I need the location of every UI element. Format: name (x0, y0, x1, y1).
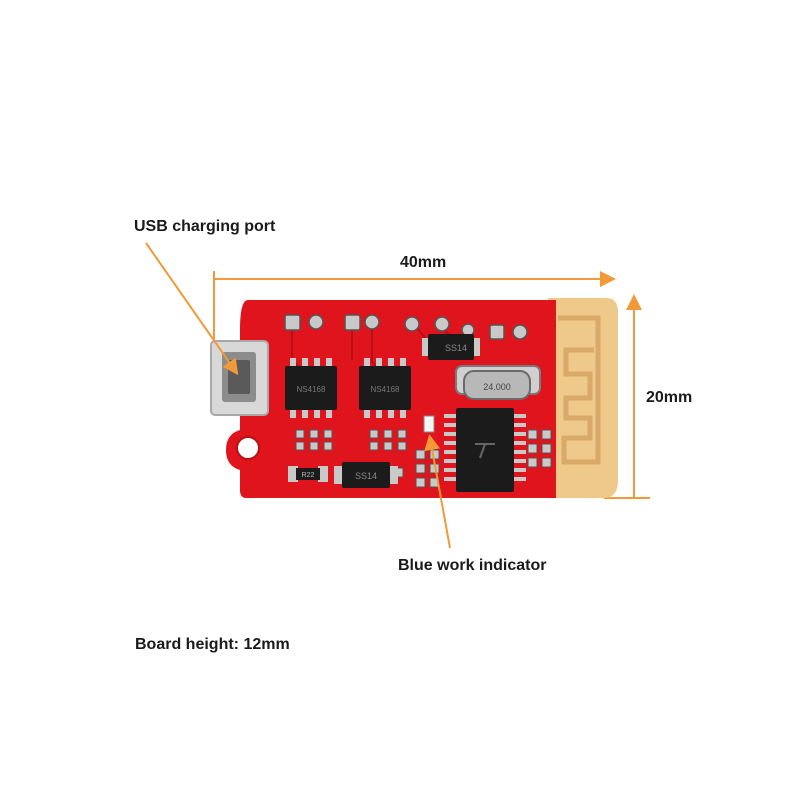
bluetooth-chip (444, 408, 526, 492)
amplifier-chip-right-label: NS4168 (371, 385, 400, 394)
diode-bottom: SS14 (334, 462, 398, 488)
usb-port-label: USB charging port (134, 218, 276, 235)
indicator-pointer-arrow (424, 434, 451, 549)
indicator-label: Blue work indicator (398, 557, 547, 574)
usb-connector-icon (210, 340, 269, 416)
usb-pointer-arrow (145, 242, 239, 376)
width-label: 40mm (400, 254, 447, 271)
amplifier-chip-left: NS4168 (285, 358, 337, 418)
blue-led (423, 415, 435, 433)
diode-top: SS14 (422, 334, 480, 360)
mounting-hole (236, 436, 260, 460)
top-pads (284, 314, 528, 340)
amplifier-chip-left-label: NS4168 (297, 385, 326, 394)
amplifier-chip-right: NS4168 (359, 358, 411, 418)
antenna-trace (558, 315, 601, 465)
smd-resistor: R22 (288, 466, 328, 482)
crystal-label: 24.000 (483, 382, 511, 392)
crystal-oscillator: 24.000 (455, 365, 541, 400)
height-label: 20mm (646, 389, 693, 406)
smd-resistor-label: R22 (302, 472, 315, 479)
passive-components (295, 429, 552, 488)
board-height-label: Board height: 12mm (135, 636, 290, 653)
diode-top-label: SS14 (445, 343, 467, 353)
diode-bottom-label: SS14 (355, 471, 377, 481)
